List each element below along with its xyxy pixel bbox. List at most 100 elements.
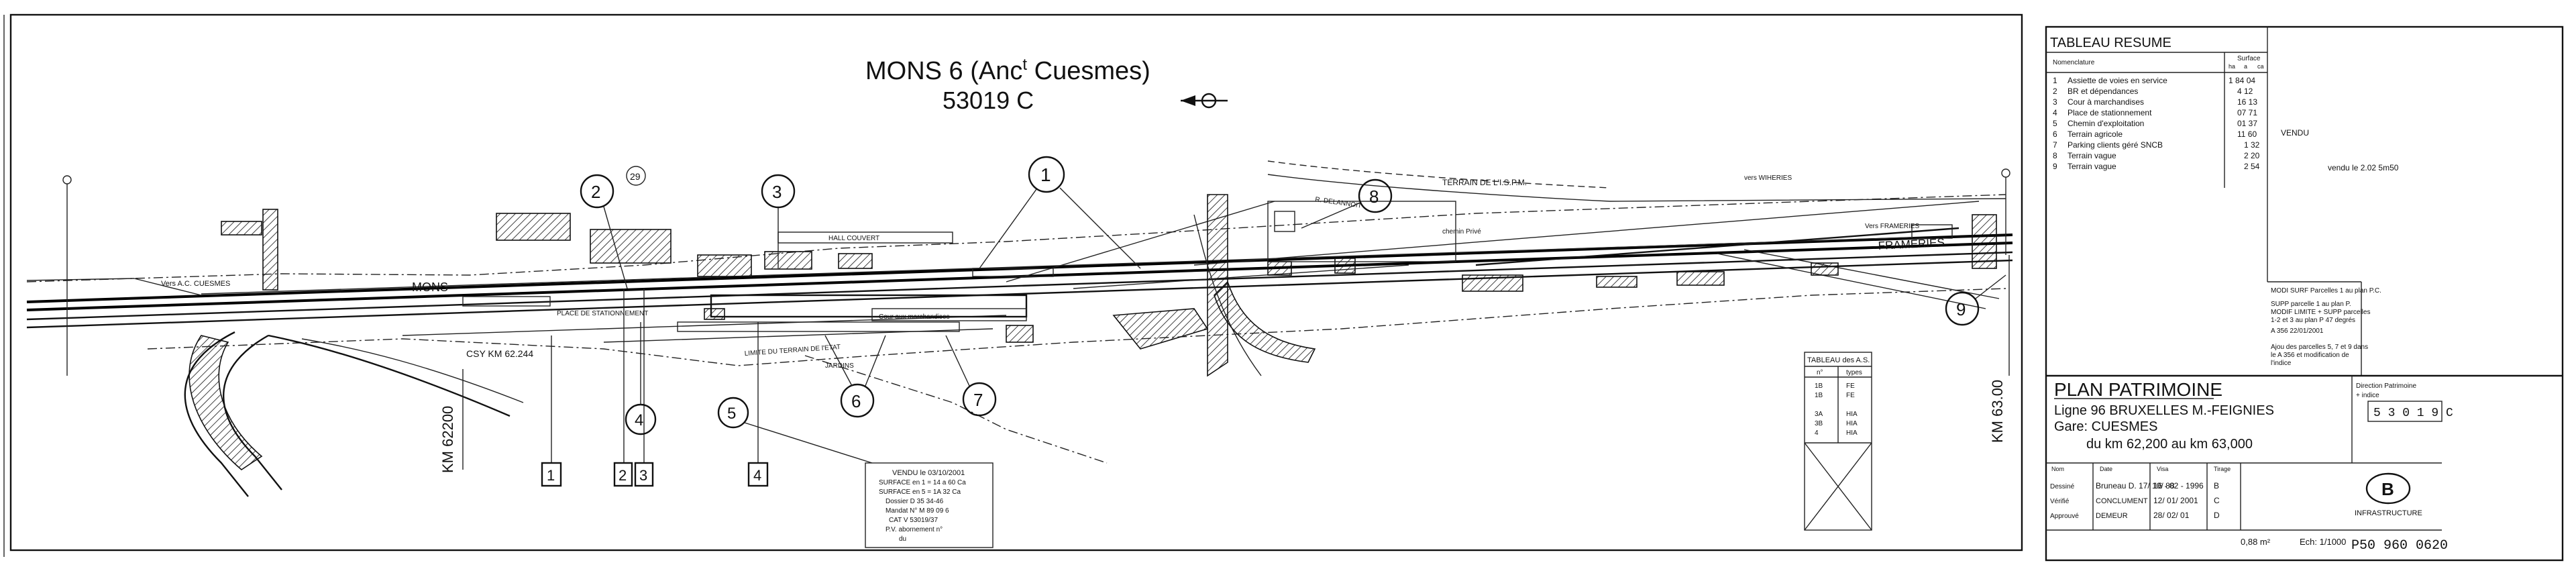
boxed-marker-4: 4 (747, 322, 769, 487)
svg-text:7: 7 (973, 390, 983, 410)
svg-text:HIA: HIA (1846, 411, 1858, 418)
svg-text:+ indice: + indice (2356, 392, 2379, 399)
svg-text:le A 356 et modification de: le A 356 et modification de (2271, 352, 2349, 359)
label-vers-frameries: Vers FRAMERIES (1865, 223, 1919, 230)
plan-patrimoine-title: PLAN PATRIMOINE (2054, 379, 2222, 400)
road-frameries (1193, 160, 2006, 376)
svg-text:SUPP parcelle 1 au plan P.: SUPP parcelle 1 au plan P. (2271, 301, 2351, 308)
svg-text:BR et dépendances: BR et dépendances (2068, 87, 2138, 96)
label-jardins: JARDINS (825, 362, 854, 370)
svg-text:INFRASTRUCTURE: INFRASTRUCTURE (2355, 509, 2422, 517)
svg-text:1B: 1B (1815, 382, 1823, 390)
plan-code: 5 3 0 1 9 C (2373, 407, 2453, 420)
svg-text:1-2 et 3 au plan P 47 degrés: 1-2 et 3 au plan P 47 degrés (2271, 317, 2355, 324)
svg-text:2: 2 (591, 182, 600, 202)
svg-text:Nom: Nom (2051, 466, 2064, 472)
callout-4: 4 (625, 322, 657, 435)
svg-text:Place de stationnement: Place de stationnement (2068, 108, 2152, 117)
callout-small-29: 29 (626, 166, 646, 186)
callout-6: 6 (824, 335, 886, 418)
svg-text:ha: ha (2229, 63, 2235, 70)
svg-text:B: B (2381, 479, 2394, 499)
svg-text:Terrain vague: Terrain vague (2068, 162, 2116, 171)
svg-text:Chemin d'exploitation: Chemin d'exploitation (2068, 119, 2144, 128)
svg-text:8: 8 (2053, 151, 2057, 160)
svg-text:Bruneau D. 17/ 10/ 88: Bruneau D. 17/ 10/ 88 (2096, 481, 2175, 490)
svg-text:1B: 1B (1815, 392, 1823, 399)
north-arrow-icon (1181, 93, 1228, 109)
svg-text:FE: FE (1846, 382, 1855, 390)
sheet-number: P50 960 0620 (2351, 538, 2448, 554)
svg-text:1 32: 1 32 (2244, 140, 2260, 150)
svg-text:a: a (2244, 63, 2247, 70)
svg-text:B: B (2214, 481, 2219, 490)
svg-text:VENDU: VENDU (2281, 128, 2309, 138)
map-frame (9, 13, 2023, 552)
svg-text:Parking clients géré SNCB: Parking clients géré SNCB (2068, 140, 2163, 150)
svg-text:Nomenclature: Nomenclature (2053, 59, 2095, 66)
svg-text:FE: FE (1846, 392, 1855, 399)
svg-text:3B: 3B (1815, 420, 1823, 427)
label-chemin: chemin Privé (1442, 228, 1481, 236)
svg-text:7: 7 (2053, 140, 2057, 150)
label-terrain: TERRAIN DE L'I.S.P.M. (1442, 178, 1527, 187)
km-range-label: du km 62,200 au km 63,000 (2086, 437, 2253, 452)
svg-text:4: 4 (2053, 108, 2057, 117)
label-vers-cuesmes: Vers A.C. CUESMES (161, 280, 230, 288)
tableau-resume-title: TABLEAU RESUME (2050, 36, 2171, 50)
svg-text:11 60: 11 60 (2237, 129, 2257, 139)
svg-text:SURFACE en 5 = 1A 32 Ca: SURFACE en 5 = 1A 32 Ca (879, 488, 961, 496)
svg-text:types: types (1846, 369, 1862, 376)
svg-text:6: 6 (2053, 129, 2057, 139)
boxed-marker-1: 1 (541, 335, 562, 487)
right-edge-marker (2001, 168, 2010, 255)
callout-1: 1 (979, 156, 1141, 269)
svg-text:n°: n° (1817, 369, 1823, 376)
svg-text:C: C (2214, 496, 2220, 505)
svg-text:3: 3 (2053, 97, 2057, 107)
svg-text:TABLEAU des A.S.: TABLEAU des A.S. (1807, 356, 1870, 364)
label-delannoit: R. DELANNOIT (1315, 196, 1362, 210)
svg-text:4: 4 (753, 467, 761, 484)
svg-text:8: 8 (1369, 187, 1379, 207)
svg-text:07 71: 07 71 (2237, 108, 2257, 117)
svg-text:MONS 6 (Anct Cuesmes): MONS 6 (Anct Cuesmes) (865, 56, 1150, 85)
svg-text:l'indice: l'indice (2271, 360, 2292, 367)
svg-text:4: 4 (1815, 429, 1819, 437)
svg-text:MODIF LIMITE + SUPP parcelles: MODIF LIMITE + SUPP parcelles (2271, 309, 2370, 316)
callout-9: 9 (1945, 274, 2006, 326)
tableau-resume: TABLEAU RESUME Nomenclature Surface ha a… (2046, 27, 2399, 282)
svg-text:3: 3 (772, 182, 782, 202)
km-post-right: KM 63.00 (1989, 255, 2010, 443)
svg-text:1: 1 (2053, 76, 2057, 85)
svg-text:2 54: 2 54 (2244, 162, 2260, 171)
label-place: PLACE DE STATIONNEMENT (557, 310, 648, 317)
legend-frame (2045, 25, 2564, 562)
svg-text:3: 3 (639, 467, 647, 484)
svg-text:Visa: Visa (2157, 466, 2168, 472)
label-mons: MONS (412, 280, 448, 294)
svg-text:ca: ca (2257, 63, 2264, 70)
svg-text:1 84 04: 1 84 04 (2229, 76, 2255, 85)
svg-text:VENDU le 03/10/2001: VENDU le 03/10/2001 (892, 469, 965, 477)
line-label: Ligne 96 BRUXELLES M.-FEIGNIES (2054, 403, 2274, 418)
svg-text:9: 9 (2053, 162, 2057, 171)
svg-text:4: 4 (635, 411, 643, 429)
callout-8: 8 (1301, 178, 1393, 229)
svg-text:Vérifié: Vérifié (2050, 498, 2070, 505)
svg-text:Dossier D 35 34-46: Dossier D 35 34-46 (885, 498, 944, 505)
revisions-block: MODI SURF Parcelles 1 au plan P.C. SUPP … (2267, 281, 2381, 376)
svg-text:SURFACE en 1 = 14 a 60 Ca: SURFACE en 1 = 14 a 60 Ca (879, 479, 966, 486)
label-vers-wasmes: vers WIHERIES (1744, 174, 1792, 182)
callout-7: 7 (945, 335, 997, 417)
svg-text:D: D (2214, 511, 2220, 520)
svg-text:Tirage: Tirage (2214, 466, 2231, 472)
svg-text:KM 63.00: KM 63.00 (1989, 380, 2006, 443)
svg-text:Dessiné: Dessiné (2050, 483, 2075, 490)
label-csy: CSY KM 62.244 (466, 348, 533, 359)
buildings (462, 201, 1953, 332)
svg-text:3A: 3A (1815, 411, 1823, 418)
svg-text:du: du (899, 535, 906, 543)
svg-text:1: 1 (547, 467, 555, 484)
svg-text:DEMEUR: DEMEUR (2096, 512, 2128, 520)
